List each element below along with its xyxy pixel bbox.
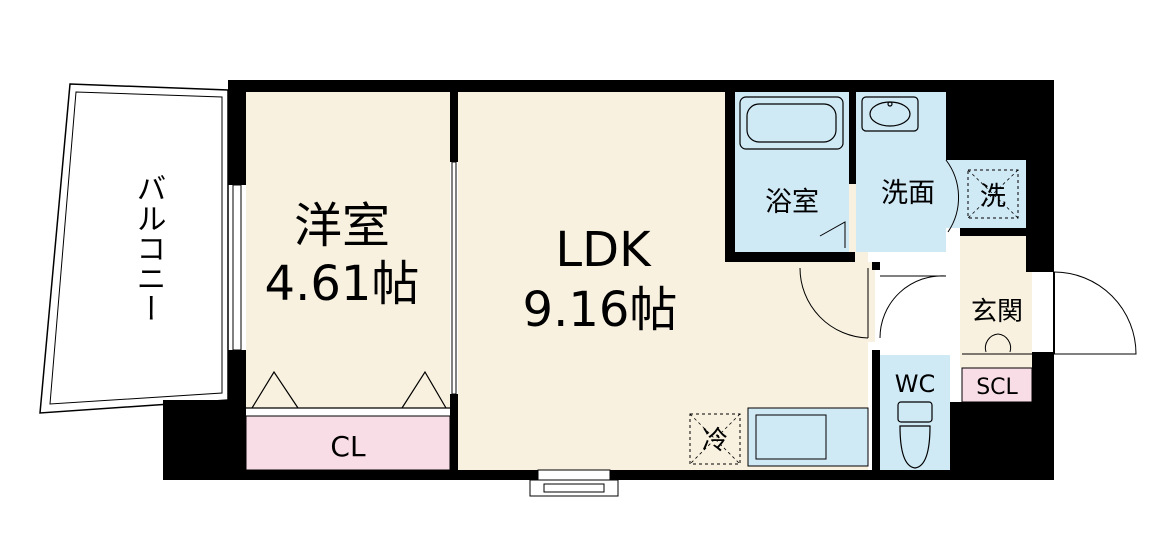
kitchen-sink (755, 414, 827, 460)
toilet (897, 401, 933, 469)
washer-area (946, 160, 1026, 228)
windows (232, 161, 619, 497)
western-room-floor (246, 92, 450, 408)
door-swings (799, 159, 1137, 355)
bath-label: 浴室 (765, 187, 819, 218)
shoe-closet-label: SCL (976, 375, 1018, 400)
bathtub (739, 96, 844, 150)
closet-floor (245, 415, 451, 471)
closet-label: CL (330, 430, 366, 463)
wash-basin (861, 96, 919, 132)
washroom-floor (856, 92, 946, 252)
balcony-label: バルコニー (131, 173, 166, 323)
entrance-label: 玄関 (971, 297, 1023, 327)
wc-label: WC (895, 370, 936, 398)
washroom-label: 洗面 (881, 178, 935, 209)
fridge-box (689, 413, 741, 465)
washer-label: 洗 (980, 182, 1006, 212)
washer-box (967, 169, 1019, 219)
bath-floor (735, 92, 849, 252)
ldk-label: LDK (555, 222, 652, 278)
western-room-size: 4.61帖 (265, 256, 420, 312)
entrance-floor (960, 236, 1032, 368)
ldk-size: 9.16帖 (523, 282, 678, 338)
kitchen-counter (747, 407, 869, 467)
fridge-label: 冷 (702, 426, 728, 456)
western-room-label: 洋室 (294, 198, 390, 254)
wc-floor (880, 355, 950, 470)
walls (163, 80, 1054, 480)
closet-doors (246, 370, 450, 409)
bath-door-mark (819, 221, 846, 248)
